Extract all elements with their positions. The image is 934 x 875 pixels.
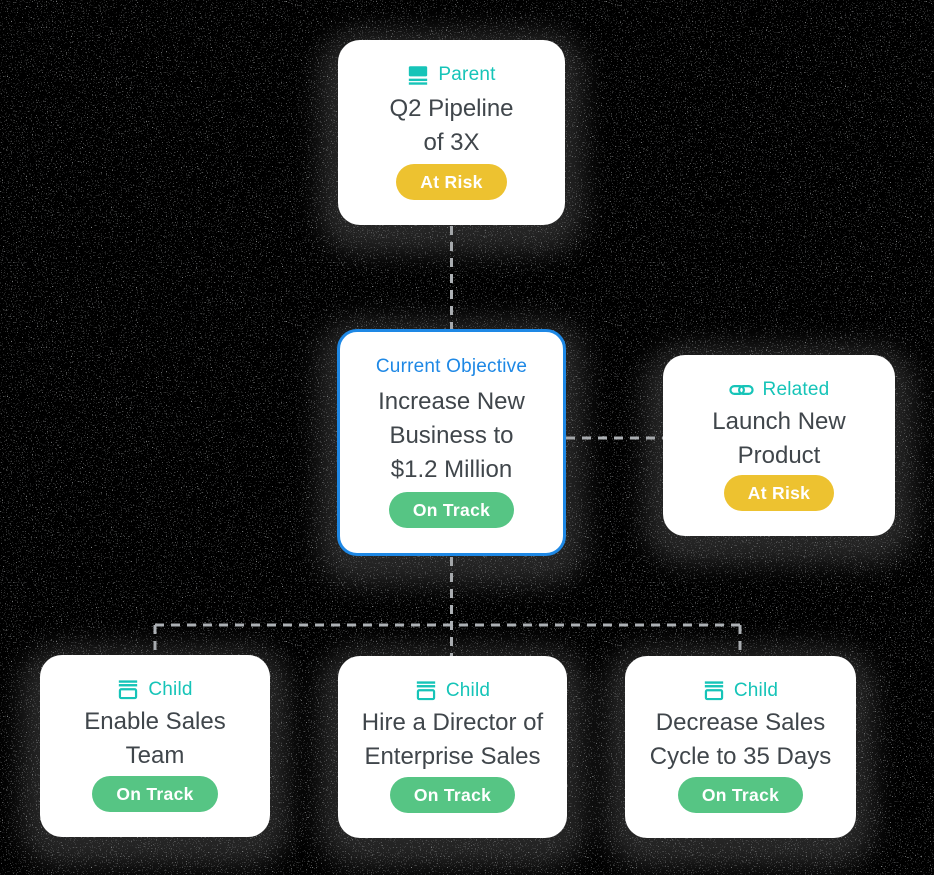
related-card-content: Related Launch New Product At Risk — [663, 355, 895, 536]
child-card-3-title: Decrease Sales Cycle to 35 Days — [649, 709, 832, 770]
child-objective-card-2[interactable]: Child Hire a Director of Enterprise Sale… — [338, 656, 567, 838]
status-badge[interactable]: At Risk — [396, 164, 507, 200]
child-card-2-label: Child — [445, 680, 491, 701]
child-card-1-content: Child Enable Sales Team On Track — [40, 655, 270, 837]
current-card-label-row: Current Objective — [376, 355, 527, 379]
status-badge[interactable]: On Track — [92, 776, 218, 812]
child-card-2-label-row: Child — [415, 679, 490, 703]
child-card-3-label-row: Child — [703, 679, 778, 703]
child-icon — [415, 680, 437, 702]
child-card-3-content: Child Decrease Sales Cycle to 35 Days On… — [625, 656, 856, 838]
child-icon — [703, 680, 725, 702]
current-card-content: Current Objective Increase New Business … — [340, 332, 563, 553]
parent-card-label: Parent — [438, 64, 496, 85]
status-badge[interactable]: On Track — [677, 777, 804, 813]
child-card-3-label: Child — [733, 680, 779, 701]
related-card-label: Related — [762, 379, 830, 400]
child-card-1-title: Enable Sales Team — [84, 708, 226, 769]
related-card-title: Launch New Product — [712, 407, 846, 469]
parent-objective-card[interactable]: Parent Q2 Pipeline of 3X At Risk — [338, 40, 565, 225]
status-badge[interactable]: On Track — [389, 777, 516, 813]
parent-card-title: Q2 Pipeline of 3X — [389, 94, 514, 156]
current-objective-card[interactable]: Current Objective Increase New Business … — [337, 329, 566, 556]
parent-card-content: Parent Q2 Pipeline of 3X At Risk — [338, 40, 565, 225]
related-card-label-row: Related — [728, 378, 830, 402]
child-objective-card-3[interactable]: Child Decrease Sales Cycle to 35 Days On… — [625, 656, 856, 838]
child-card-1-label: Child — [148, 679, 193, 700]
parent-card-label-row: Parent — [407, 63, 495, 87]
child-objective-card-1[interactable]: Child Enable Sales Team On Track — [40, 655, 270, 837]
child-icon — [117, 679, 139, 701]
related-objective-card[interactable]: Related Launch New Product At Risk — [663, 355, 895, 536]
current-card-title: Increase New Business to $1.2 Million — [378, 387, 525, 483]
status-badge[interactable]: At Risk — [723, 475, 835, 511]
link-icon — [728, 382, 754, 398]
child-card-1-label-row: Child — [117, 678, 192, 702]
child-card-2-title: Hire a Director of Enterprise Sales — [361, 709, 544, 770]
current-card-label: Current Objective — [375, 356, 528, 377]
child-card-2-content: Child Hire a Director of Enterprise Sale… — [338, 656, 567, 838]
status-badge[interactable]: On Track — [388, 492, 515, 528]
parent-icon — [407, 64, 429, 86]
